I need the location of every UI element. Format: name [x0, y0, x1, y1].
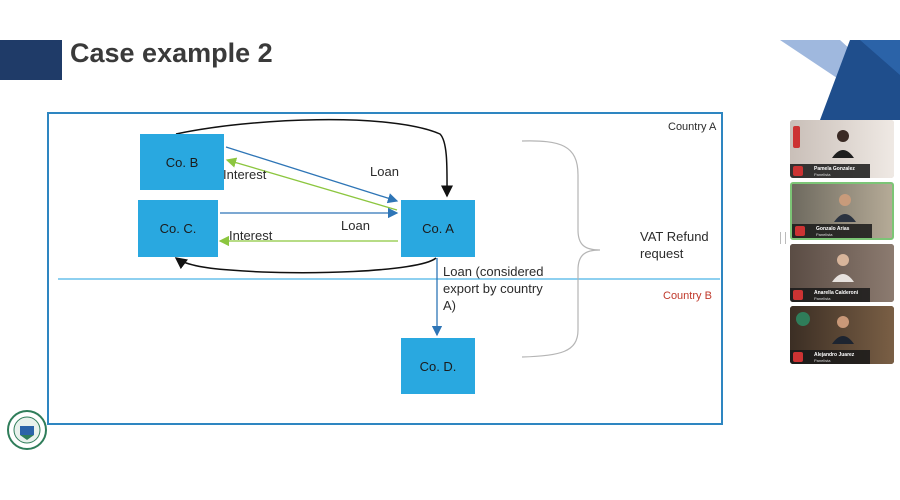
loan-b-label: Loan	[370, 164, 399, 179]
participant-name-bar	[790, 350, 870, 364]
vat-refund-label: VAT Refund request	[640, 228, 709, 262]
vat-line-2: request	[640, 246, 684, 261]
vat-brace	[521, 140, 601, 358]
interest-b-arrow	[225, 157, 398, 211]
mic-muted-icon[interactable]	[793, 166, 803, 176]
participant-tile-4[interactable]: Alejandro Juarez Panelista	[790, 306, 894, 364]
slide-title: Case example 2	[70, 38, 273, 68]
participant-avatar	[832, 316, 854, 344]
participant-role: Panelista	[814, 296, 831, 301]
loan-export-label: Loan (considered export by country A)	[443, 263, 543, 314]
loan-export-line-1: Loan (considered	[443, 264, 544, 279]
loan-c-label: Loan	[341, 218, 370, 233]
panel-resize-handle[interactable]	[780, 232, 786, 244]
organization-logo	[7, 410, 47, 450]
entity-co-c: Co. C.	[138, 200, 218, 257]
ownership-curve-top	[175, 118, 454, 198]
diagram-frame	[47, 112, 723, 425]
title-accent-bar	[0, 40, 62, 80]
interest-b-label: Interest	[223, 167, 267, 182]
country-a-label: Country A	[668, 121, 717, 133]
mic-muted-icon[interactable]	[795, 226, 805, 236]
participant-name-bar	[792, 224, 872, 238]
corner-decoration	[780, 40, 900, 120]
participant-name: Anarella Calderoni	[814, 290, 859, 296]
mic-muted-icon[interactable]	[793, 290, 803, 300]
participant-tile-2[interactable]: Gonzalo Arias Panelista	[790, 182, 894, 240]
participant-tile-1[interactable]: Pamela Gonzalez Panelista	[790, 120, 894, 178]
participant-role: Panelista	[814, 358, 831, 363]
loan-export-line-2: export by country	[443, 281, 543, 296]
participant-avatar	[832, 254, 854, 282]
participant-role: Panelista	[816, 232, 833, 237]
entity-co-d: Co. D.	[401, 338, 475, 394]
loan-export-line-3: A)	[443, 298, 456, 313]
participant-name-bar	[790, 164, 870, 178]
participant-avatar	[832, 130, 854, 158]
participant-role: Panelista	[814, 172, 831, 177]
participant-name: Alejandro Juarez	[814, 352, 855, 358]
participant-name: Gonzalo Arias	[816, 226, 850, 232]
participant-tile-3[interactable]: Anarella Calderoni Panelista	[790, 244, 894, 302]
entity-co-a: Co. A	[401, 200, 475, 257]
mic-muted-icon[interactable]	[793, 352, 803, 362]
country-b-label: Country B	[663, 290, 712, 302]
entity-co-b: Co. B	[140, 134, 224, 190]
loan-b-arrow	[225, 146, 399, 204]
participant-name: Pamela Gonzalez	[814, 166, 855, 172]
interest-c-label: Interest	[229, 228, 273, 243]
ownership-curve-bottom	[174, 257, 437, 274]
participant-avatar	[834, 194, 856, 222]
participant-name-bar	[790, 288, 870, 302]
vat-line-1: VAT Refund	[640, 229, 709, 244]
